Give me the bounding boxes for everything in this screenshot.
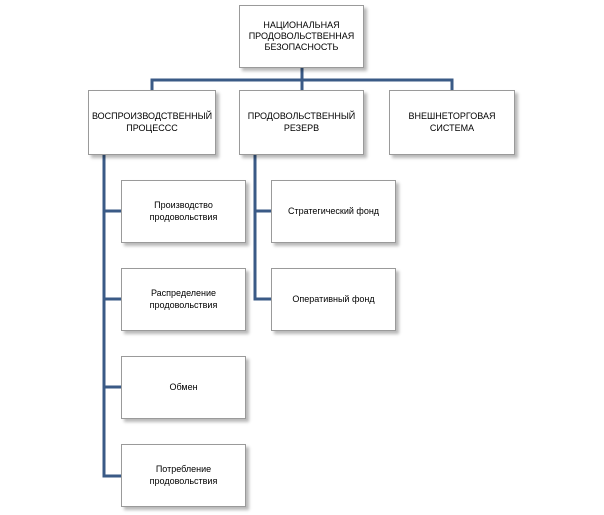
node-strategic-fund: Стратегический фонд <box>271 180 396 243</box>
node-consumption-label: Потребление продовольствия <box>149 464 218 486</box>
node-foreign-trade-system-label: ВНЕШНЕТОРГОВАЯ СИСТЕМА <box>408 111 496 133</box>
node-root: НАЦИОНАЛЬНАЯ ПРОДОВОЛЬСТВЕННАЯ БЕЗОПАСНО… <box>239 5 364 68</box>
node-distribution-label: Распределение продовольствия <box>149 288 218 310</box>
node-operational-fund-label: Оперативный фонд <box>292 293 375 304</box>
node-exchange-label: Обмен <box>169 381 198 392</box>
node-reproduction-process: ВОСПРОИЗВОДСТВЕННЫЙ ПРОЦЕССС <box>88 90 216 155</box>
node-foreign-trade-system: ВНЕШНЕТОРГОВАЯ СИСТЕМА <box>389 90 515 155</box>
node-food-reserve: ПРОДОВОЛЬСТВЕННЫЙ РЕЗЕРВ <box>239 90 364 155</box>
node-root-label: НАЦИОНАЛЬНАЯ ПРОДОВОЛЬСТВЕННАЯ БЕЗОПАСНО… <box>248 19 355 53</box>
node-reproduction-process-label: ВОСПРОИЗВОДСТВЕННЫЙ ПРОЦЕССС <box>91 111 213 133</box>
node-exchange: Обмен <box>121 356 246 419</box>
node-production-label: Производство продовольствия <box>149 200 218 222</box>
node-production: Производство продовольствия <box>121 180 246 243</box>
node-operational-fund: Оперативный фонд <box>271 268 396 331</box>
node-distribution: Распределение продовольствия <box>121 268 246 331</box>
node-food-reserve-label: ПРОДОВОЛЬСТВЕННЫЙ РЕЗЕРВ <box>247 111 356 133</box>
node-consumption: Потребление продовольствия <box>121 444 246 507</box>
node-strategic-fund-label: Стратегический фонд <box>287 205 380 216</box>
